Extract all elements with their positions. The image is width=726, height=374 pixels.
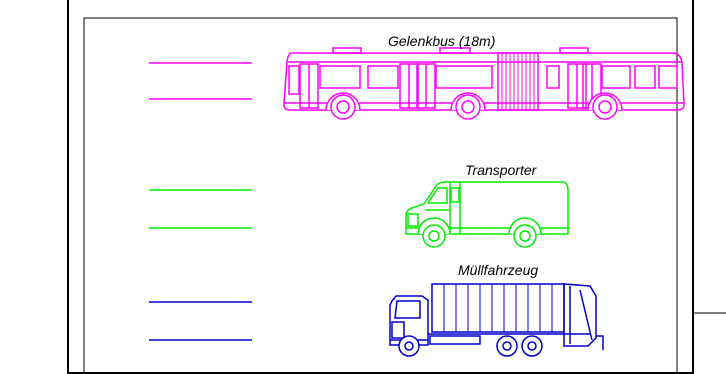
label-articulated-bus: Gelenkbus (18m) [388, 33, 496, 49]
garbage-truck-icon [389, 283, 604, 357]
label-van: Transporter [465, 162, 537, 178]
label-garbage-truck: Müllfahrzeug [458, 262, 539, 278]
van-icon [405, 181, 569, 248]
lane-lines-bus [149, 62, 252, 100]
lane-lines-van [149, 189, 252, 229]
drawing-frame [67, 0, 694, 374]
inner-frame [83, 17, 726, 374]
articulated-bus-icon [283, 47, 685, 120]
lane-lines-truck [149, 301, 252, 341]
